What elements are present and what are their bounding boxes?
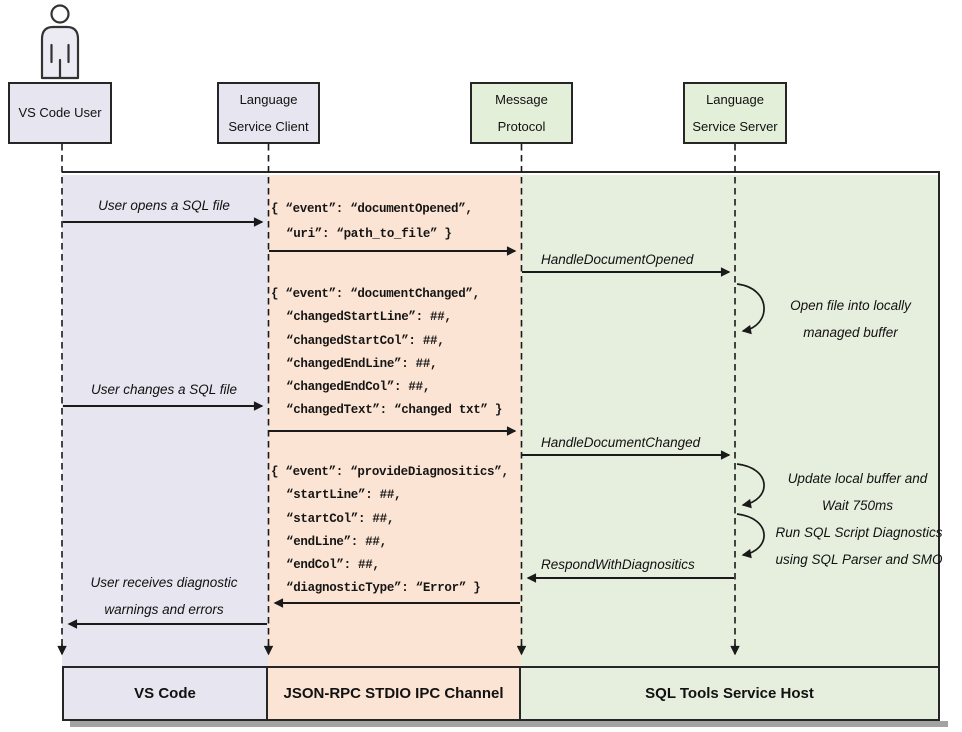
actor-label: Language <box>706 91 764 107</box>
payload-line: “uri”: “path_to_file” } <box>286 227 452 241</box>
label-user-receives-diagnostics: User receives diagnostic warnings and er… <box>62 569 266 623</box>
diagram-right-border <box>938 171 940 666</box>
label-user-opens-file: User opens a SQL file <box>98 198 230 213</box>
note-open-file-buffer: Open file into locally managed buffer <box>763 292 938 346</box>
label-user-changes-file: User changes a SQL file <box>90 382 238 397</box>
payload-line: “changedEndCol”: ##, <box>286 380 431 395</box>
payload-line: “changedText”: “changed txt” } <box>286 403 503 418</box>
note-update-buffer: Update local buffer and Wait 750ms <box>770 465 945 519</box>
payload-line: “changedStartLine”: ##, <box>286 310 452 325</box>
payload-line: “endCol”: ##, <box>286 558 380 573</box>
user-actor-icon <box>40 4 80 80</box>
note-line: Wait 750ms <box>821 498 894 513</box>
note-line: using SQL Parser and SMO <box>775 552 943 567</box>
payload-line: { “event”: “documentOpened”, <box>271 202 473 216</box>
payload-line: “startCol”: ##, <box>286 511 395 526</box>
actor-box-vscode-user: VS Code User <box>8 82 112 144</box>
lane-box-sql-tools-service-host: SQL Tools Service Host <box>521 666 940 721</box>
label-handle-document-changed: HandleDocumentChanged <box>541 435 701 450</box>
payload-line: { “event”: “documentChanged”, <box>271 287 480 301</box>
actor-box-language-service-client: Language Service Client <box>217 82 320 144</box>
actor-label: Service Server <box>692 118 778 134</box>
note-run-diagnostics: Run SQL Script Diagnostics using SQL Par… <box>768 519 950 573</box>
lane-band-channel <box>268 175 521 666</box>
lane-band-vscode <box>62 175 268 666</box>
lane-box-json-rpc-channel: JSON-RPC STDIO IPC Channel <box>268 666 521 721</box>
payload-line: “changedEndLine”: ##, <box>286 356 438 371</box>
payload-line: “endLine”: ##, <box>286 534 387 549</box>
payload-line: “startLine”: ##, <box>286 488 402 503</box>
label-respond-with-diagnostics: RespondWithDiagnositics <box>541 557 695 572</box>
actor-label: Message <box>495 91 548 107</box>
lane-row-shadow <box>70 721 948 727</box>
payload-document-changed: { “event”: “documentChanged”, “changedSt… <box>271 283 502 423</box>
lane-label: JSON-RPC STDIO IPC Channel <box>283 685 504 702</box>
payload-provide-diagnostics: { “event”: “provideDiagnositics”, “start… <box>271 461 509 601</box>
note-line: Open file into locally <box>790 298 911 313</box>
payload-line: “diagnosticType”: “Error” } <box>286 581 481 596</box>
actor-box-language-service-server: Language Service Server <box>683 82 787 144</box>
lane-band-host <box>521 175 940 666</box>
diagram-top-border <box>62 171 940 173</box>
note-line: Update local buffer and <box>787 471 928 486</box>
lane-box-vscode: VS Code <box>62 666 268 721</box>
note-line: managed buffer <box>803 325 898 340</box>
lane-label: VS Code <box>134 685 196 702</box>
actor-label: Service Client <box>228 118 309 134</box>
actor-label: Language <box>239 91 298 107</box>
actor-label: VS Code User <box>18 105 102 120</box>
label-line: User receives diagnostic <box>90 575 238 590</box>
payload-document-opened: { “event”: “documentOpened”, “uri”: “pat… <box>271 197 473 247</box>
payload-line: “changedStartCol”: ##, <box>286 333 445 348</box>
lane-label: SQL Tools Service Host <box>645 685 814 702</box>
label-handle-document-opened: HandleDocumentOpened <box>541 252 694 267</box>
note-line: Run SQL Script Diagnostics <box>775 525 943 540</box>
actor-box-message-protocol: Message Protocol <box>470 82 573 144</box>
payload-line: { “event”: “provideDiagnositics”, <box>271 465 509 479</box>
label-line: warnings and errors <box>104 602 224 617</box>
actor-label: Protocol <box>497 118 546 134</box>
